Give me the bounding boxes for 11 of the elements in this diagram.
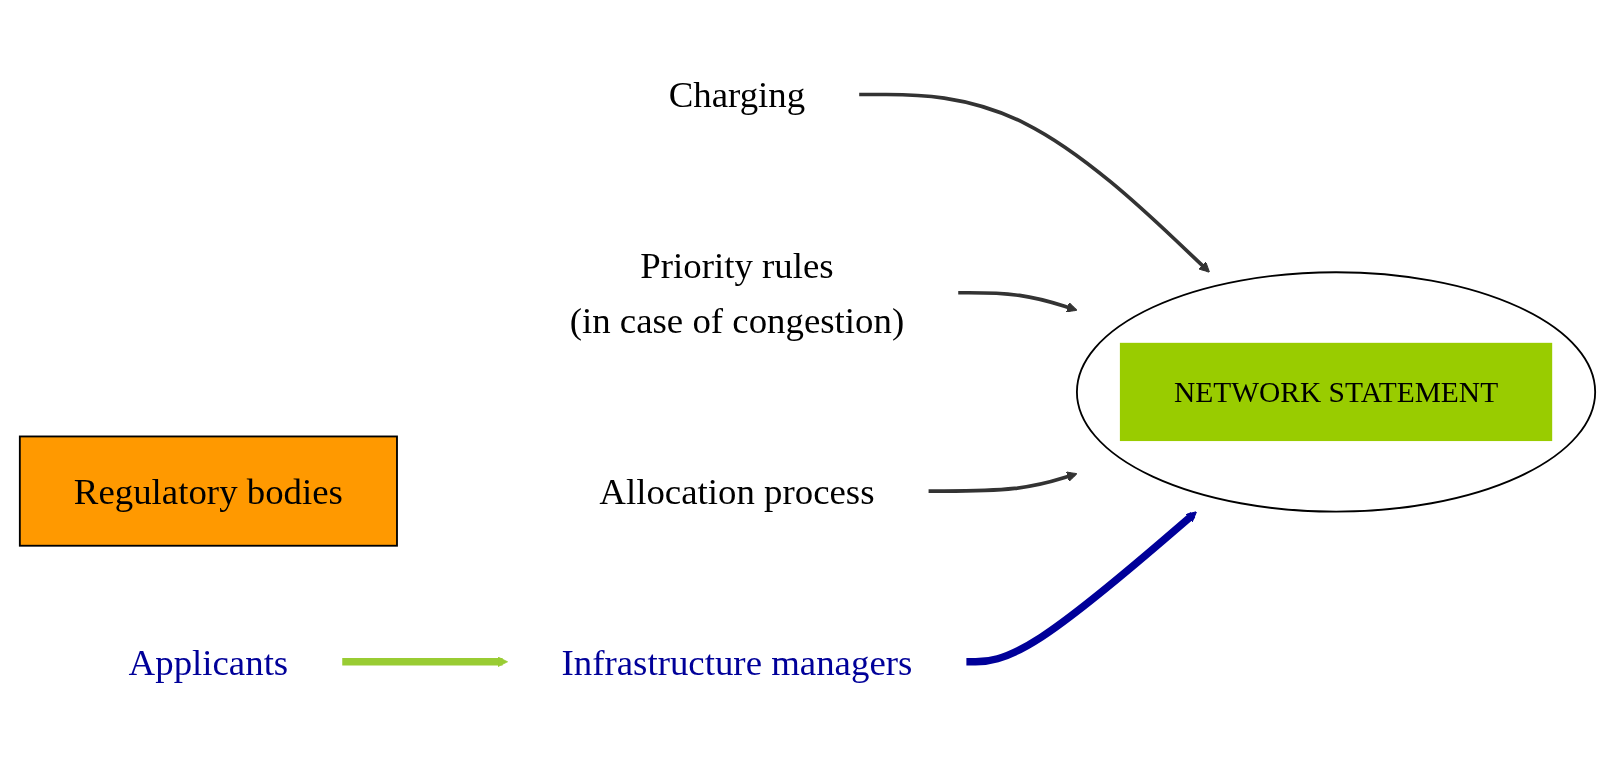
node-text: Charging	[668, 74, 806, 116]
arrow	[859, 93, 1210, 274]
cluster	[1076, 271, 1597, 513]
node-text: Applicants	[128, 641, 289, 683]
node-text: Priority rules (in case of congestion)	[569, 245, 905, 342]
node-text: Infrastructure managers	[561, 641, 913, 683]
arrow	[958, 291, 1078, 313]
node-text: Allocation process	[599, 471, 875, 512]
node-box: Regulatory bodies	[18, 435, 398, 548]
arrow	[928, 471, 1078, 494]
node-box: NETWORK STATEMENT	[1119, 343, 1553, 442]
